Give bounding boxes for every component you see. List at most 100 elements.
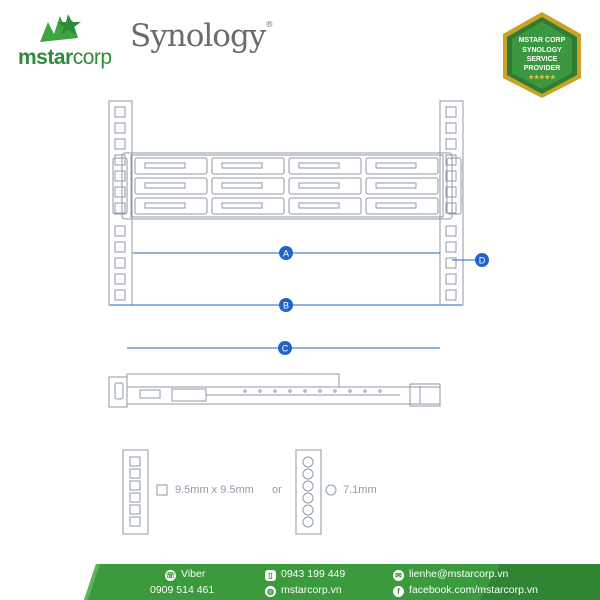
drive-bay-handle	[298, 182, 340, 189]
chassis-front-panel	[130, 154, 444, 218]
square-hole	[129, 492, 141, 503]
side-rail-dots	[243, 389, 382, 393]
round-holes	[302, 456, 314, 528]
rail-dot	[363, 389, 367, 393]
rack-hole	[445, 122, 457, 134]
callout-c: C	[278, 341, 292, 355]
rack-hole	[114, 138, 126, 150]
drive-bay-handle	[221, 162, 263, 169]
callout-c-label: C	[282, 344, 289, 354]
round-hole-size-label: 7.1mm	[343, 484, 377, 496]
side-rail-slide	[171, 388, 207, 402]
drive-bay-handle	[375, 162, 417, 169]
rail-dot	[258, 389, 262, 393]
square-hole	[129, 456, 141, 467]
round-hole	[302, 468, 314, 480]
rail-dot	[348, 389, 352, 393]
rack-hole	[445, 289, 457, 301]
rail-dot	[303, 389, 307, 393]
phone-icon: ▯	[265, 570, 276, 581]
mail-icon: ✉	[393, 570, 404, 581]
round-hole	[302, 516, 314, 528]
logo-text-main: mstar	[18, 46, 73, 69]
registered-mark: ®	[265, 20, 273, 29]
phone-contact[interactable]: ▯ 0943 199 449	[265, 568, 345, 581]
round-hole	[302, 492, 314, 504]
rack-hole	[114, 106, 126, 118]
drive-bay-handle	[298, 202, 340, 209]
rack-hole	[114, 186, 126, 198]
mstarcorp-wordmark: mstarcorp	[18, 46, 112, 70]
rack-hole	[114, 225, 126, 237]
rack-hole	[114, 122, 126, 134]
rail-dot	[273, 389, 277, 393]
square-hole	[129, 480, 141, 491]
logo-text-sub: corp	[72, 46, 112, 69]
rack-hole	[445, 225, 457, 237]
side-view	[108, 373, 441, 408]
side-handle	[114, 382, 124, 400]
badge-hexagon-icon	[503, 12, 581, 98]
rack-hole	[445, 273, 457, 285]
drive-bay-handle	[221, 202, 263, 209]
drive-bay	[365, 157, 439, 175]
badge-line-2: SYNOLOGY	[522, 47, 562, 54]
drive-bay-handle	[144, 162, 186, 169]
drive-bay	[288, 157, 362, 175]
badge-stars: ★★★★★	[528, 75, 556, 81]
square-holes	[129, 456, 141, 527]
rack-hole	[445, 257, 457, 269]
drive-bay-handle	[221, 182, 263, 189]
rack-hole	[445, 186, 457, 198]
callout-b: B	[279, 298, 293, 312]
viber-contact[interactable]: ☏Viber	[165, 568, 205, 581]
rack-hole	[114, 202, 126, 214]
rail-dot	[243, 389, 247, 393]
email-contact[interactable]: ✉ lienhe@mstarcorp.vn	[393, 568, 508, 581]
side-rear-bracket	[409, 383, 441, 407]
email-link: lienhe@mstarcorp.vn	[409, 568, 509, 580]
left-rail-holes	[114, 106, 126, 301]
facebook-link: facebook.com/mstarcorp.vn	[409, 584, 538, 596]
rack-hole	[114, 170, 126, 182]
drive-bay	[134, 177, 208, 195]
drive-bay	[211, 177, 285, 195]
side-front-bracket	[108, 376, 128, 408]
viber-icon: ☏	[165, 570, 176, 581]
square-hole	[129, 504, 141, 515]
drive-bay	[134, 197, 208, 215]
drive-bays	[134, 157, 439, 215]
callout-d-label: D	[479, 256, 486, 266]
square-hole	[129, 468, 141, 479]
rail-dot	[333, 389, 337, 393]
synology-wordmark: Synology	[130, 18, 266, 54]
drive-bay-handle	[144, 202, 186, 209]
rail-dot	[378, 389, 382, 393]
drive-bay	[211, 157, 285, 175]
rack-hole	[445, 241, 457, 253]
side-top-cover	[126, 373, 340, 388]
viber-phone[interactable]: 0909 514 461	[150, 584, 215, 596]
rack-hole	[114, 257, 126, 269]
phone-number: 0943 199 449	[281, 568, 346, 580]
right-rack-ear	[446, 157, 462, 215]
round-hole	[302, 504, 314, 516]
rack-hole	[445, 138, 457, 150]
drive-bay	[365, 197, 439, 215]
rack-hole	[114, 289, 126, 301]
mstarcorp-logo: mstarcorp	[10, 8, 140, 70]
website-contact[interactable]: ◍mstarcorp.vn	[265, 584, 342, 597]
drive-bay	[211, 197, 285, 215]
square-hole	[129, 516, 141, 527]
contact-footer	[84, 564, 600, 600]
drive-bay	[365, 177, 439, 195]
rail-dot	[318, 389, 322, 393]
website-link: mstarcorp.vn	[281, 584, 342, 596]
synology-logo: Synology®	[130, 18, 273, 54]
drive-bay	[288, 197, 362, 215]
rack-hole	[114, 273, 126, 285]
callout-b-label: B	[283, 301, 289, 311]
square-hole-sample	[156, 484, 168, 496]
